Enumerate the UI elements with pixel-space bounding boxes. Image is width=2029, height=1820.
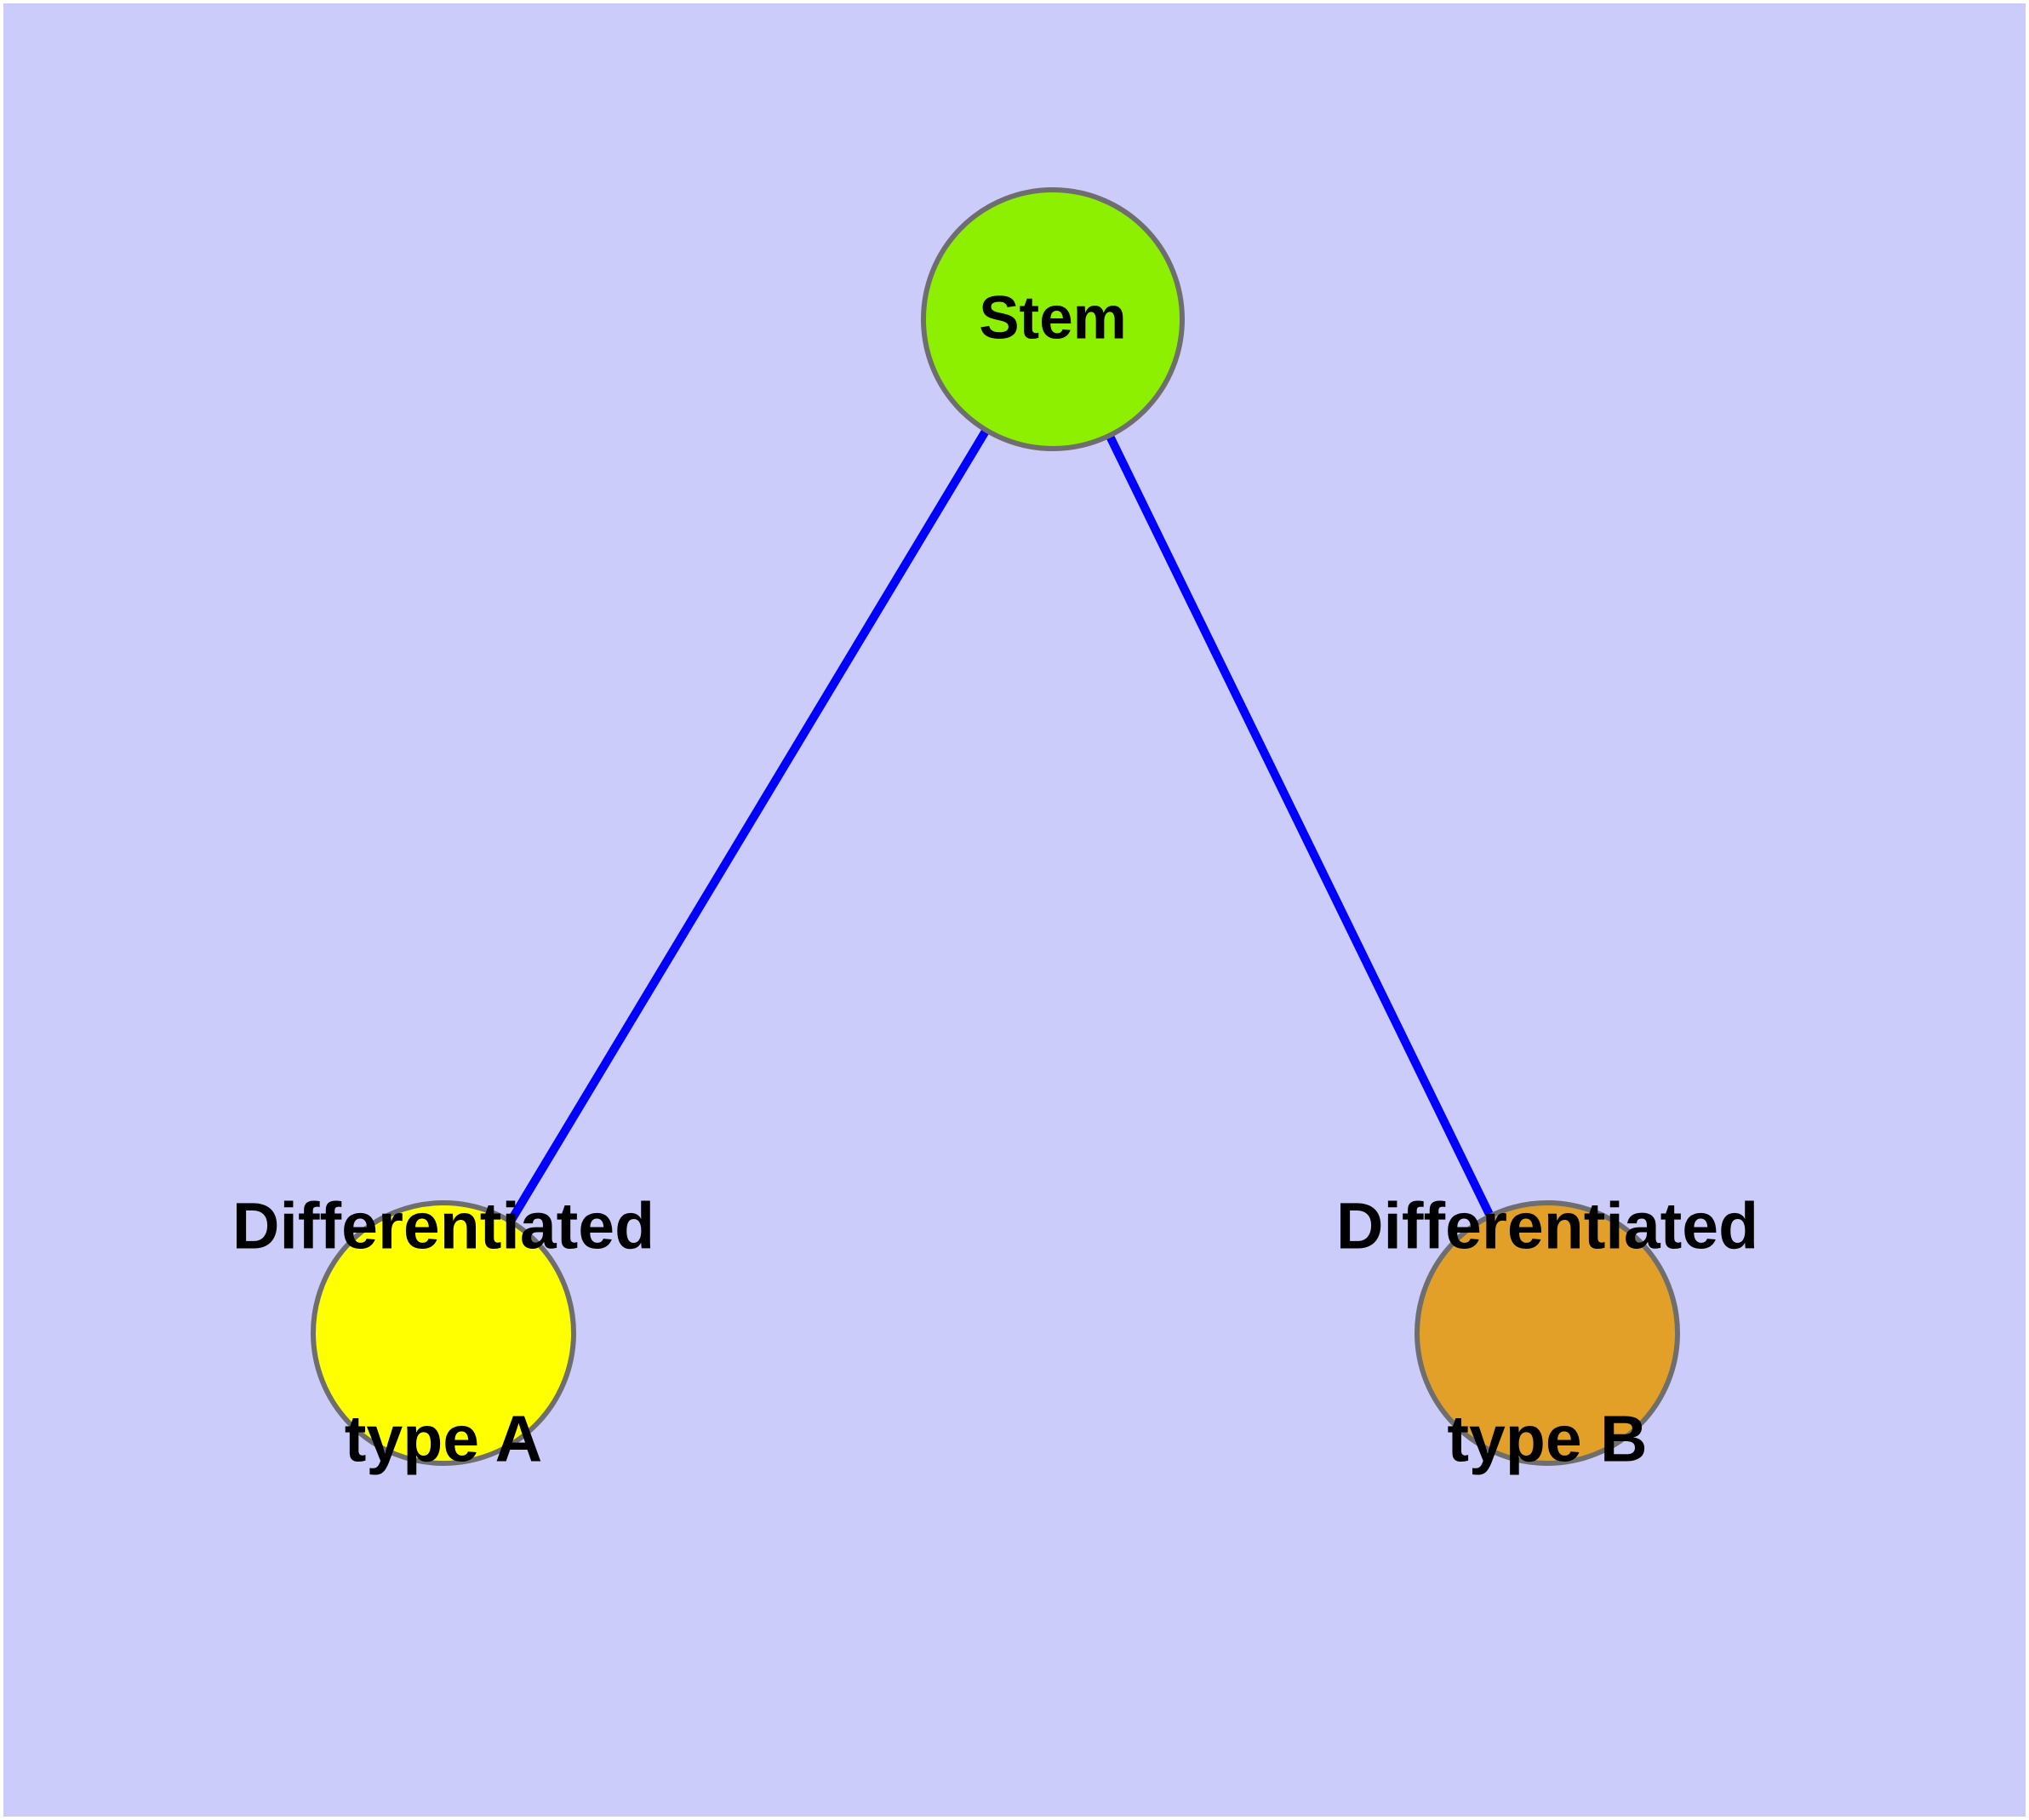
edge-stem-diff-b[interactable] [1049, 317, 1552, 1336]
node-layer [311, 187, 1680, 1466]
edge-layer [439, 317, 1552, 1336]
edge-stem-diff-a[interactable] [439, 317, 1057, 1336]
node-circle-diff-a[interactable] [311, 1200, 576, 1466]
node-circle-diff-b[interactable] [1415, 1200, 1680, 1466]
node-circle-stem[interactable] [921, 187, 1185, 451]
